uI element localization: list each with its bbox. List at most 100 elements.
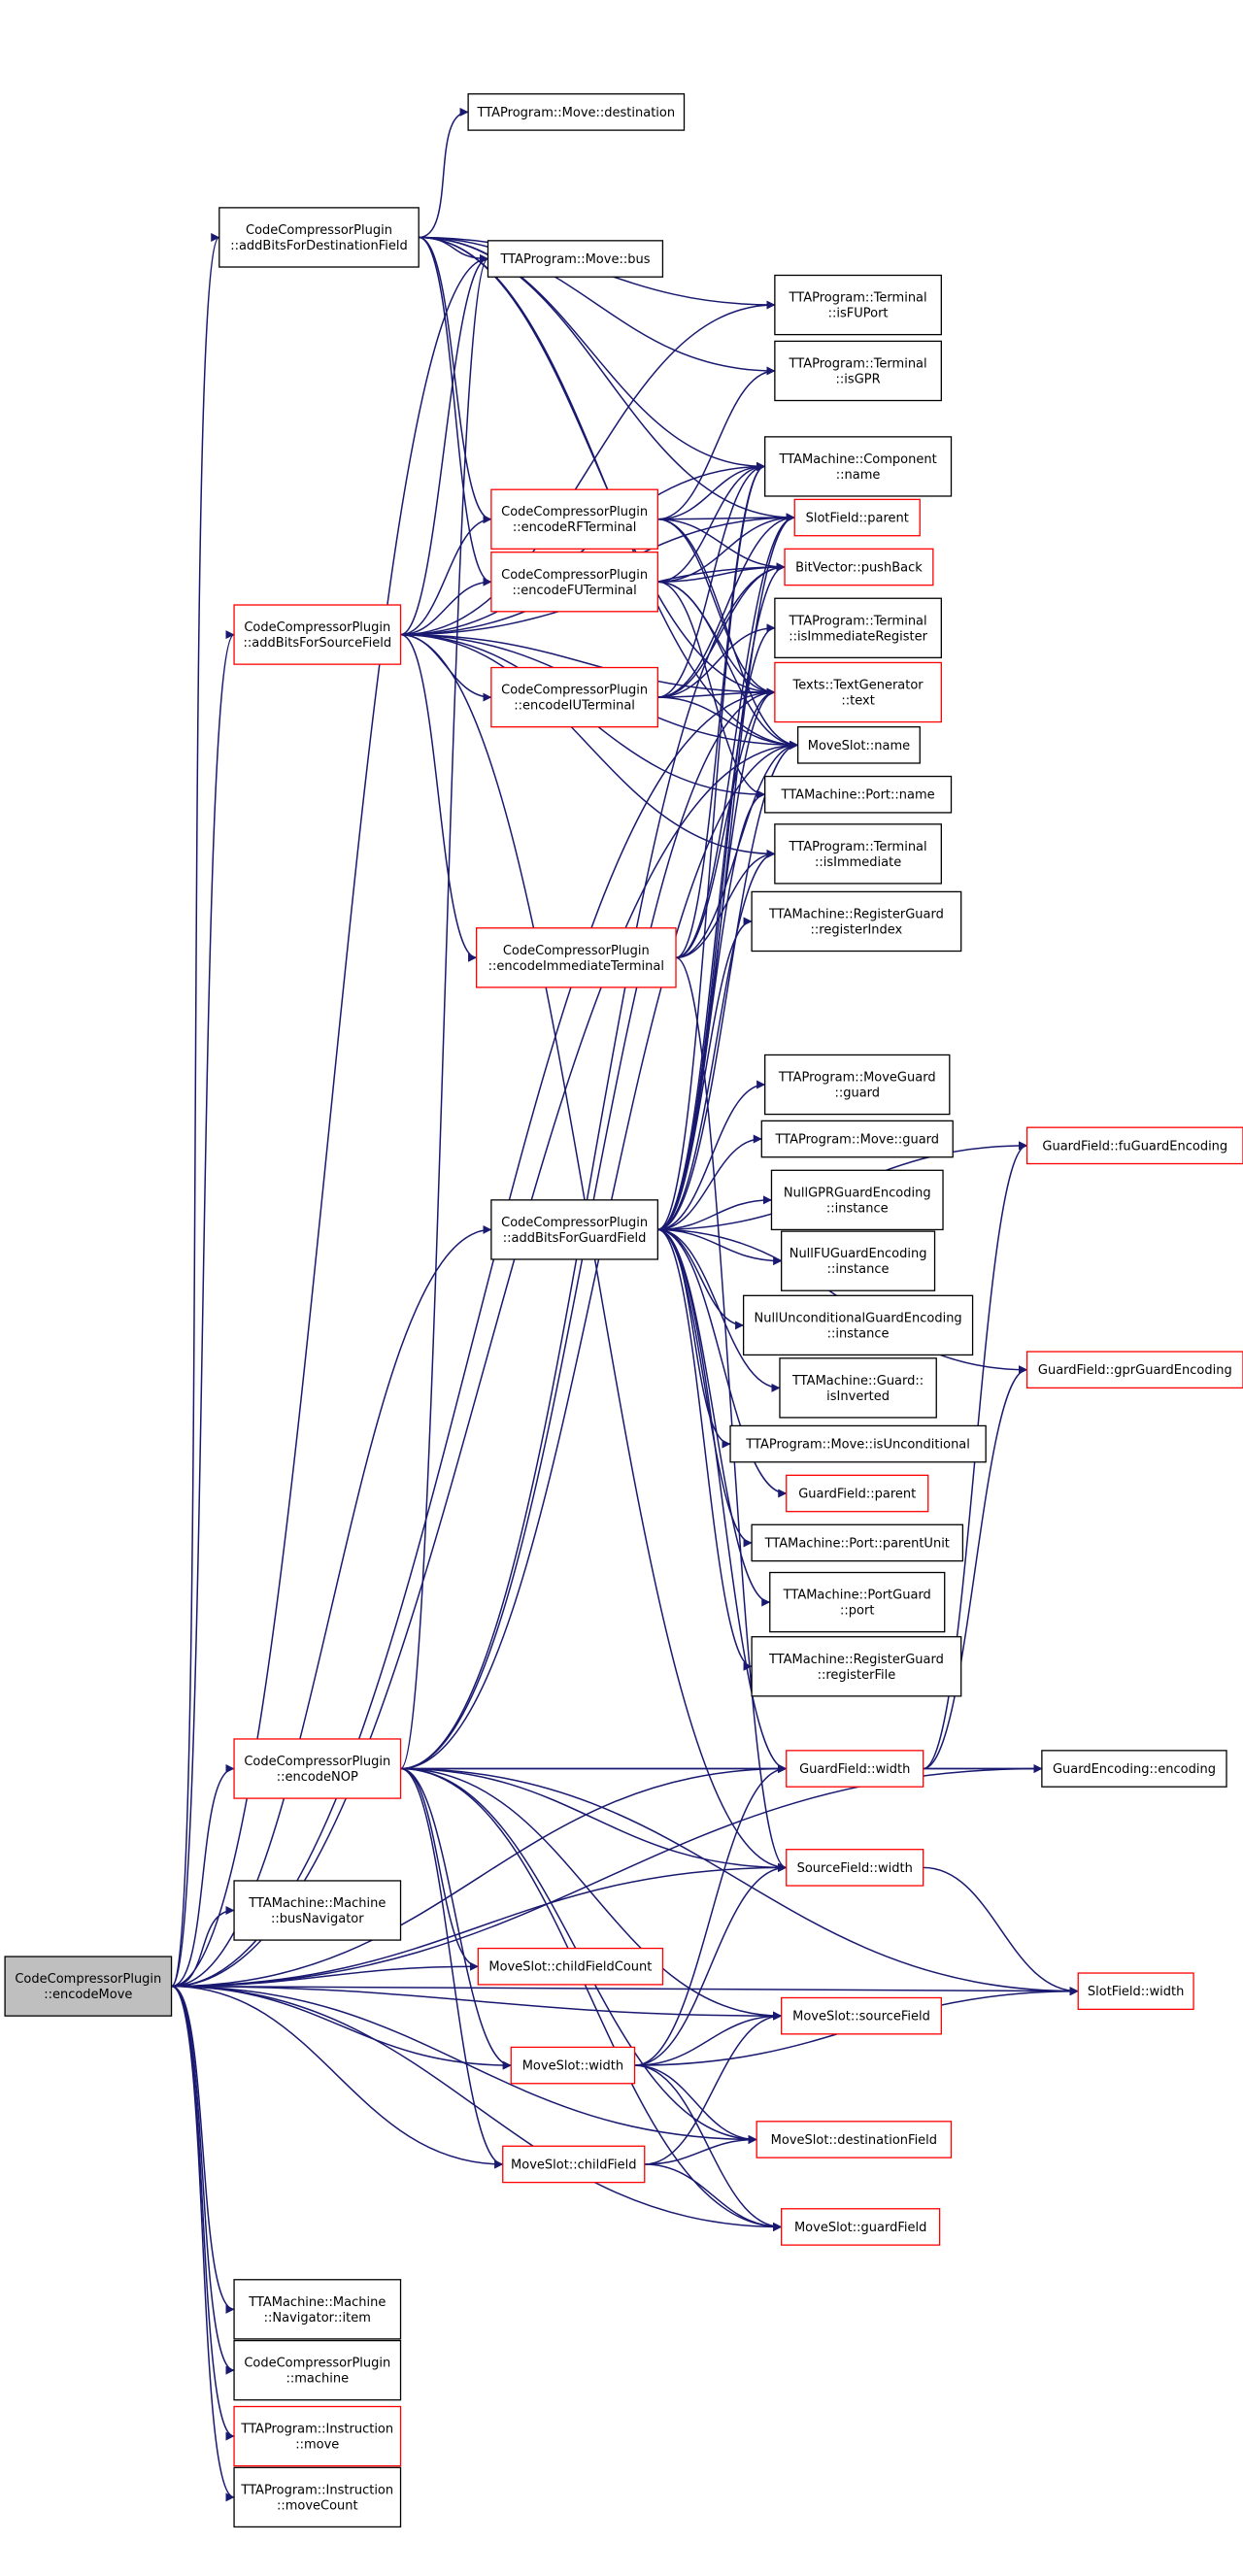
node-label: TTAMachine::RegisterGuard <box>768 1653 944 1667</box>
edge-encRF-to-slotParent <box>657 513 795 522</box>
node-box <box>502 2145 646 2184</box>
node-slotParent[interactable]: SlotField::parent <box>793 498 921 537</box>
node-label: TTAMachine::RegisterGuard <box>768 907 944 921</box>
node-box <box>774 597 942 658</box>
node-msName[interactable]: MoveSlot::name <box>796 725 921 764</box>
node-isImmReg[interactable]: TTAProgram::Terminal::isImmediateRegiste… <box>774 597 942 658</box>
edge-encFU-to-pushBack <box>657 562 786 584</box>
node-isUncond[interactable]: TTAProgram::Move::isUnconditional <box>729 1424 987 1463</box>
node-portName[interactable]: TTAMachine::Port::name <box>764 775 953 814</box>
node-label: MoveSlot::destinationField <box>771 2133 937 2148</box>
node-isImm[interactable]: TTAProgram::Terminal::isImmediate <box>774 823 942 885</box>
node-encFU[interactable]: CodeCompressorPlugin::encodeFUTerminal <box>490 552 658 613</box>
node-box <box>233 2339 402 2401</box>
node-box <box>793 498 921 537</box>
node-label: GuardField::fuGuardEncoding <box>1042 1139 1227 1154</box>
node-label: ::addBitsForGuardField <box>503 1231 647 1246</box>
node-addSource[interactable]: CodeCompressorPlugin::addBitsForSourceFi… <box>233 604 402 665</box>
edge-encIU-to-compName <box>657 461 766 698</box>
edge-addGuard-to-gfParent <box>657 1228 788 1498</box>
node-isGPR[interactable]: TTAProgram::Terminal::isGPR <box>774 340 942 402</box>
node-rgRegIndex[interactable]: TTAMachine::RegisterGuard::registerIndex <box>751 890 962 953</box>
node-encImm[interactable]: CodeCompressorPlugin::encodeImmediateTer… <box>475 927 677 988</box>
node-guardInv[interactable]: TTAMachine::Guard::isInverted <box>779 1357 937 1419</box>
node-box <box>233 2279 402 2340</box>
node-encIU[interactable]: CodeCompressorPlugin::encodeIUTerminal <box>490 666 658 728</box>
node-childField[interactable]: MoveSlot::childField <box>502 2145 646 2184</box>
node-fuGuardEnc[interactable]: GuardField::fuGuardEncoding <box>1025 1126 1243 1165</box>
node-label: NullUnconditionalGuardEncoding <box>755 1311 962 1325</box>
edge-addGuard-to-isImmReg <box>657 623 776 1231</box>
node-moveGuard[interactable]: TTAProgram::Move::guard <box>760 1120 954 1158</box>
node-label: ::encodeRFTerminal <box>513 520 637 535</box>
node-label: ::isImmediateRegister <box>789 629 927 644</box>
node-moveDest[interactable]: TTAProgram::Move::destination <box>467 93 686 131</box>
node-navItem[interactable]: TTAMachine::Machine::Navigator::item <box>233 2279 402 2340</box>
edge-addGuard-to-rgRegFile <box>657 1228 753 1671</box>
node-slotWidth[interactable]: SlotField::width <box>1077 1972 1194 2011</box>
edge-root-to-childField <box>171 1985 504 2169</box>
node-label: CodeCompressorPlugin <box>244 2357 390 2371</box>
edge-root-to-moveBus <box>171 254 488 1988</box>
node-geEncoding[interactable]: GuardEncoding::encoding <box>1041 1750 1227 1788</box>
node-nullUncond[interactable]: NullUnconditionalGuardEncoding::instance <box>742 1294 974 1356</box>
node-childCount[interactable]: MoveSlot::childFieldCount <box>477 1947 664 1986</box>
node-moveCount[interactable]: TTAProgram::Instruction::moveCount <box>233 2466 402 2528</box>
node-box <box>786 1750 924 1788</box>
node-gfWidth[interactable]: GuardField::width <box>786 1750 924 1788</box>
node-rgRegFile[interactable]: TTAMachine::RegisterGuard::registerFile <box>751 1636 962 1697</box>
node-label: ::busNavigator <box>271 1912 364 1926</box>
node-pgPort[interactable]: TTAMachine::PortGuard::port <box>769 1571 946 1633</box>
node-box <box>764 1054 951 1116</box>
node-label: ::port <box>840 1604 874 1619</box>
node-addDest[interactable]: CodeCompressorPlugin::addBitsForDestinat… <box>218 207 420 268</box>
edge-encIU-to-slotParent <box>657 513 795 698</box>
node-label: ::text <box>841 693 874 708</box>
node-moveBus[interactable]: TTAProgram::Move::bus <box>487 240 664 278</box>
node-busNav[interactable]: TTAMachine::Machine::busNavigator <box>233 1880 402 1941</box>
node-dstField[interactable]: MoveSlot::destinationField <box>756 2121 953 2158</box>
node-machine[interactable]: CodeCompressorPlugin::machine <box>233 2339 402 2401</box>
edge-addSource-to-isFUPort <box>400 300 776 636</box>
node-guardField[interactable]: MoveSlot::guardField <box>781 2208 941 2246</box>
node-box <box>774 340 942 402</box>
edge-addDest-to-encRF <box>419 236 492 524</box>
node-label: CodeCompressorPlugin <box>246 223 392 238</box>
node-mgGuard[interactable]: TTAProgram::MoveGuard::guard <box>764 1054 951 1116</box>
node-gfParent[interactable]: GuardField::parent <box>786 1474 929 1513</box>
node-sfWidth[interactable]: SourceField::width <box>786 1849 924 1887</box>
node-parentUnit[interactable]: TTAMachine::Port::parentUnit <box>751 1523 964 1562</box>
node-isFUPort[interactable]: TTAProgram::Terminal::isFUPort <box>774 274 942 336</box>
node-label: ::name <box>836 468 881 483</box>
node-label: ::machine <box>286 2372 349 2387</box>
node-addGuard[interactable]: CodeCompressorPlugin::addBitsForGuardFie… <box>490 1199 658 1260</box>
node-box <box>233 2405 402 2467</box>
edge-encodeNOP-to-pushBack <box>400 562 786 1770</box>
node-root[interactable]: CodeCompressorPlugin::encodeMove <box>4 1956 173 2017</box>
node-msWidth[interactable]: MoveSlot::width <box>510 2046 636 2085</box>
node-label: TTAProgram::Move::destination <box>477 106 676 120</box>
edge-addSource-to-compName <box>400 461 766 636</box>
node-label: ::isFUPort <box>828 307 889 321</box>
node-encodeNOP[interactable]: CodeCompressorPlugin::encodeNOP <box>233 1738 402 1799</box>
node-nullGPR[interactable]: NullGPRGuardEncoding::instance <box>770 1169 944 1231</box>
node-encRF[interactable]: CodeCompressorPlugin::encodeRFTerminal <box>490 488 658 550</box>
node-textGen[interactable]: Texts::TextGenerator::text <box>774 661 942 723</box>
node-box <box>490 1199 658 1260</box>
node-gprGuardEnc[interactable]: GuardField::gprGuardEncoding <box>1025 1351 1243 1389</box>
edge-encodeNOP-to-childField <box>400 1767 504 2169</box>
edge-encFU-to-portName <box>657 581 766 799</box>
edge-addSource-to-encRF <box>400 515 492 636</box>
node-label: TTAMachine::Machine <box>248 2295 386 2310</box>
node-pushBack[interactable]: BitVector::pushBack <box>784 548 934 586</box>
node-nullFU[interactable]: NullFUGuardEncoding::instance <box>781 1230 936 1291</box>
edge-encImm-to-sfWidth <box>675 956 788 1872</box>
node-label: ::addBitsForSourceField <box>243 636 391 651</box>
edges-layer <box>170 107 1079 2502</box>
node-compName[interactable]: TTAMachine::Component::name <box>764 436 953 497</box>
edge-root-to-encodeNOP <box>171 1764 235 1988</box>
node-label: MoveSlot::sourceField <box>792 2010 930 2024</box>
node-srcField[interactable]: MoveSlot::sourceField <box>781 1996 942 2035</box>
node-instMove[interactable]: TTAProgram::Instruction::move <box>233 2405 402 2467</box>
